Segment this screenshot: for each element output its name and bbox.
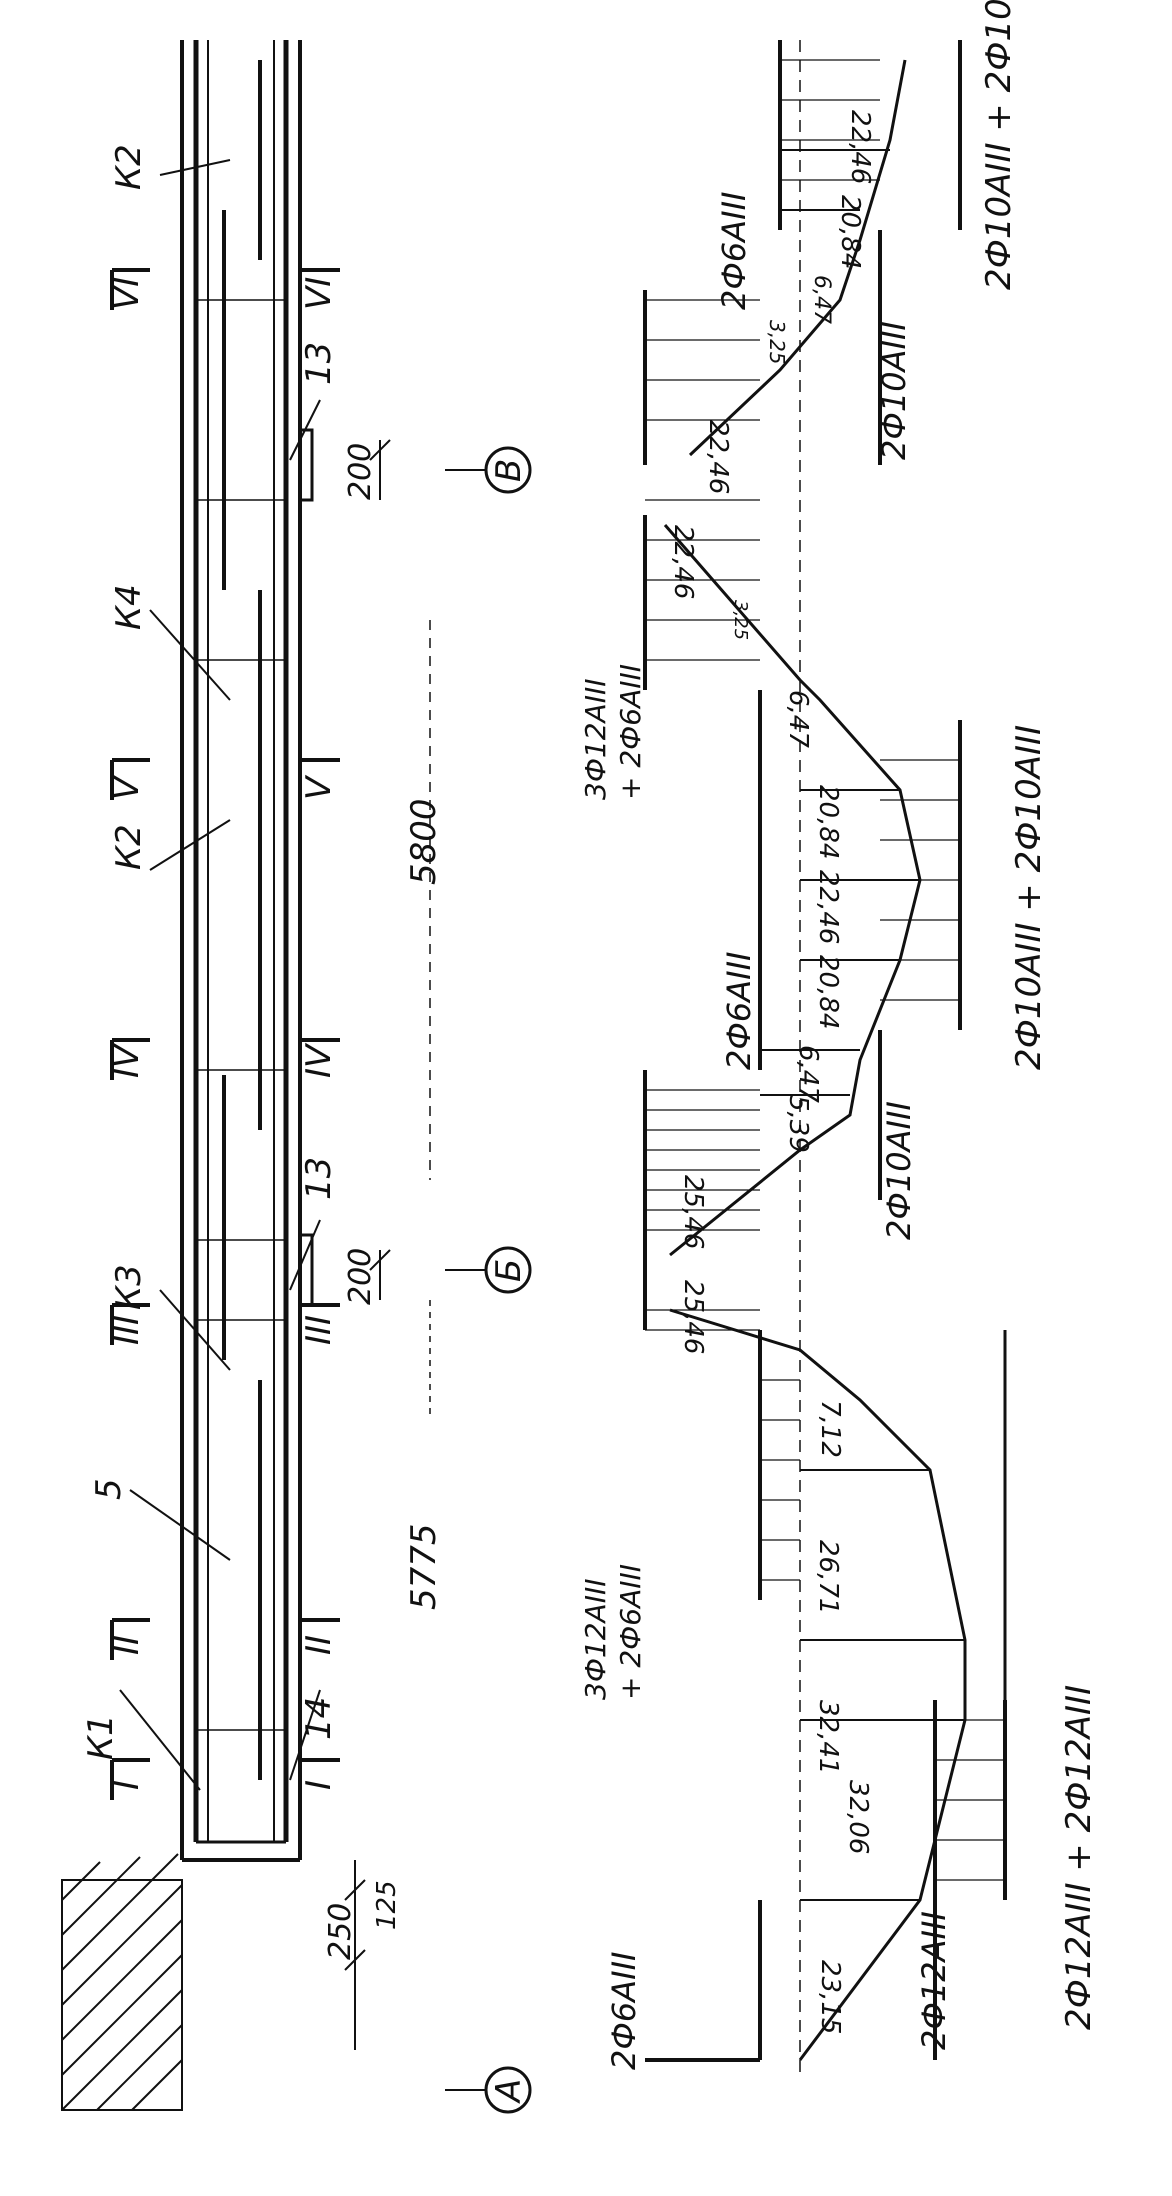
moment-value: 23,15 [815,1960,845,2034]
item-label-13-left: 13 [299,1157,339,1200]
axis-label-c: В [489,459,529,482]
rebar-label: 2Ф6АIII [715,192,753,310]
dim-5775: 5775 [404,1523,444,1610]
rebar-label: 2Ф10АIII + 2Ф10АIII [1009,725,1049,1070]
frame-label-k2-left: К2 [109,824,149,870]
rebar-label: 3Ф12АIII [579,679,612,800]
rebar-label: 2Ф6АIII [720,952,758,1070]
moment-value: 7,12 [815,1400,845,1458]
frame-label-k2-right: К2 [109,144,149,190]
moment-value: 22,46 [668,525,698,599]
dim-200-b: 200 [343,1248,378,1305]
dimension-lines [344,439,485,2091]
moment-value: 32,41 [813,1700,843,1774]
ordinate-lines [760,149,965,1901]
moment-value: 32,06 [843,1780,873,1854]
moment-value: 6,47 [783,690,813,748]
section-label-3b: III [299,1315,339,1345]
rebar-label: 2Ф12АIII [915,1911,953,2050]
rebar-label: 2Ф10АIII + 2Ф10 [979,0,1019,290]
frame-label-k4: К4 [109,584,149,630]
section-label-4b: IV [299,1042,339,1078]
section-cuts [110,268,340,1800]
moment-value: 26,71 [813,1540,843,1614]
frame-label-k3: К3 [109,1264,149,1310]
item-label-5: 5 [89,1478,129,1500]
section-label-5: V [107,774,147,800]
rebar-label: + 2Ф6АIII [614,1564,647,1700]
moment-value: 6,47 [793,1045,823,1103]
dim-5800: 5800 [404,798,444,885]
frame-label-k1: К1 [81,1714,121,1760]
rebar-label: + 2Ф6АIII [614,664,647,800]
leader-lines [119,159,321,1791]
axis-label-a: А [489,2079,529,2104]
section-label-3: III [107,1315,147,1345]
rebar-label: 2Ф6АIII [605,1952,643,2070]
section-label-1: I [107,1780,147,1790]
axis-bubbles [484,446,532,2114]
moment-curves [663,59,967,2061]
moment-value: 3,25 [765,320,789,365]
rebar-label: 2Ф12АIII + 2Ф12АIII [1059,1685,1099,2030]
moment-value: 25,46 [678,1280,708,1354]
rebar-labels: 2Ф6АIII 2Ф12АIII 2Ф12АIII + 2Ф12АIII 3Ф1… [579,0,1099,2070]
moment-value: 25,46 [678,1175,708,1249]
item-label-14: 14 [299,1697,339,1740]
beam-elevation [61,40,532,2114]
support-wall-hatch [61,1853,183,2111]
section-label-6: VI [107,277,147,310]
moment-diagram [643,40,1007,2080]
moment-value: 20,84 [813,955,843,1029]
moment-value: 6,47 [809,275,834,324]
moment-value: 20,84 [813,785,843,859]
section-label-6b: VI [299,277,339,310]
moment-value: 22,46 [813,870,843,944]
moment-value: 22,46 [703,420,733,494]
section-label-5b: V [299,774,339,800]
moment-value: 3,25 [730,600,751,640]
section-label-2: II [107,1635,147,1655]
section-label-4: IV [107,1042,147,1078]
axis-label-b: Б [489,1259,529,1282]
beam-labels: I I II II III III IV IV V V VI VI К1 5 К… [81,144,529,2104]
rebar-label: 2Ф10АIII [880,1101,918,1240]
rebar-lines [193,40,289,1844]
item-label-13-right: 13 [299,342,339,385]
rebar-label: 2Ф10АIII [875,321,913,460]
moment-value: 5,39 [783,1095,813,1153]
dim-125: 125 [372,1880,402,1930]
section-label-2b: II [299,1635,339,1655]
beam-outline [180,40,314,1862]
moment-value: 20,84 [835,195,865,269]
diagram-hatching [645,59,1005,1881]
section-label-1b: I [299,1780,339,1790]
rebar-label: 3Ф12АIII [579,1579,612,1700]
moment-values: 23,15 32,06 32,41 26,71 7,12 25,46 25,46… [668,110,875,2034]
dim-250: 250 [323,1903,358,1960]
moment-value: 22,46 [845,110,875,184]
dim-200-c: 200 [343,443,378,500]
